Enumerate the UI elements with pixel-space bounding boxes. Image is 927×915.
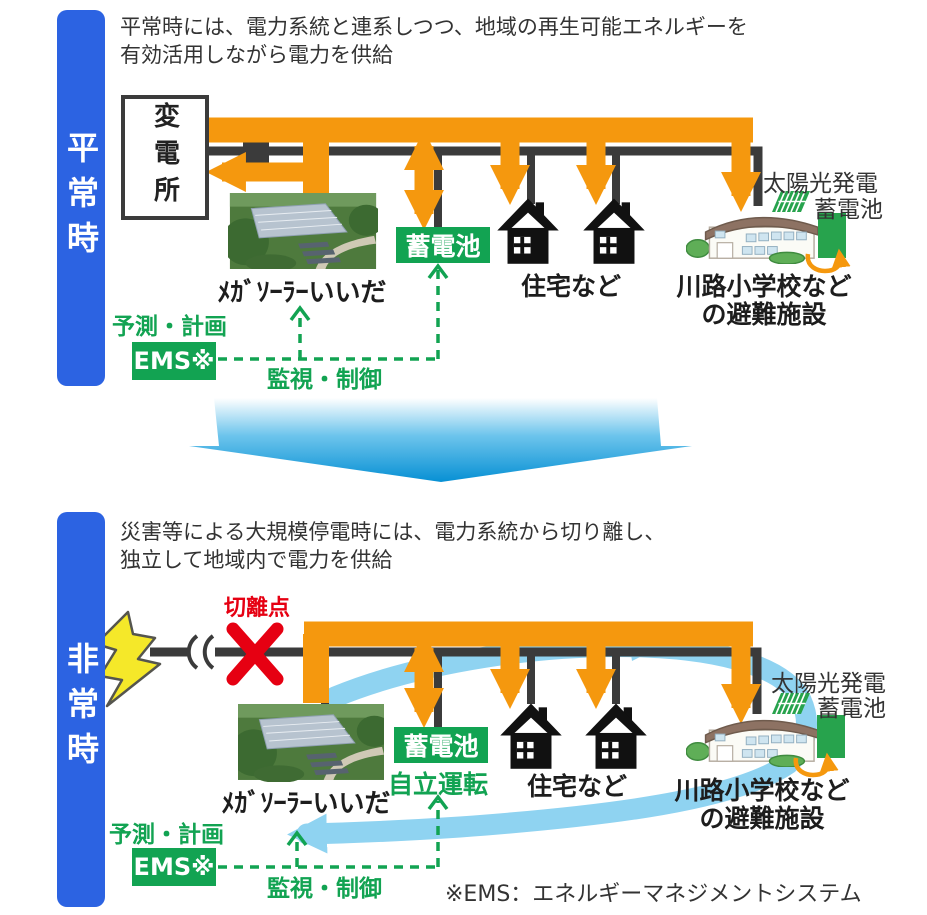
solar-pv-label: 太陽光発電 xyxy=(771,671,886,697)
substation-label: 変電所 xyxy=(149,102,180,213)
school-illustration xyxy=(686,216,819,264)
forecast-label: 予測・計画 xyxy=(109,822,224,848)
house-icon xyxy=(496,197,560,264)
mega-solar-label: ﾒｶﾞｿｰﾗｰいいだ xyxy=(221,789,391,819)
house-icon xyxy=(582,197,646,264)
substation-box: 変電所 xyxy=(121,95,209,220)
transition-arrow xyxy=(189,398,692,482)
mega-solar-label: ﾒｶﾞｿｰﾗｰいいだ xyxy=(217,278,387,308)
ems-box: EMS※ xyxy=(132,342,216,380)
self-operation-label: 自立運転 xyxy=(387,770,489,799)
monitor-label: 監視・制御 xyxy=(267,876,382,902)
ems-control-links-normal xyxy=(218,263,449,361)
house-icon xyxy=(499,702,563,769)
school-illustration xyxy=(686,719,819,767)
disconnection-point-label: 切離点 xyxy=(223,596,291,621)
battery-icon xyxy=(817,715,845,758)
power-flow-normal xyxy=(203,117,761,230)
ems-box: EMS※ xyxy=(132,848,216,886)
school-battery-label: 蓄電池 xyxy=(814,197,883,223)
panel-emergency-side-label: 非常時 xyxy=(57,512,105,907)
house-icon xyxy=(584,702,648,769)
houses-label: 住宅など xyxy=(526,772,628,801)
ems-footnote: ※EMS：エネルギーマネジメントシステム xyxy=(445,882,862,907)
battery-box: 蓄電池 xyxy=(396,227,490,263)
mega-solar-photo xyxy=(228,193,378,269)
panel-emergency-side-text: 非常時 xyxy=(62,642,100,777)
panel-emergency-title-line1: 災害等による大規模停電時には、電力系統から切り離し、 xyxy=(120,520,666,544)
solar-pv-label: 太陽光発電 xyxy=(763,171,878,197)
school-battery-label: 蓄電池 xyxy=(817,696,886,722)
lightning-icon xyxy=(94,610,162,708)
switch-junction xyxy=(243,139,269,165)
panel-normal-side-text: 平常時 xyxy=(62,130,100,266)
houses-label: 住宅など xyxy=(520,272,622,301)
panel-normal-title-line2: 有効活用しながら電力を供給 xyxy=(120,43,393,67)
school-label-line2: の避難施設 xyxy=(701,300,827,329)
school-label-line2: の避難施設 xyxy=(699,804,825,833)
charge-cycle-icon xyxy=(805,248,851,274)
school-label-line1: 川路小学校など xyxy=(676,272,852,301)
power-flow-emergency xyxy=(303,621,761,728)
monitor-label: 監視・制御 xyxy=(267,367,382,393)
panel-normal-title-line1: 平常時には、電力系統と連系しつつ、地域の再生可能エネルギーを xyxy=(120,15,748,39)
school-label-line1: 川路小学校など xyxy=(674,776,850,805)
disconnect-x-icon xyxy=(226,622,284,686)
line-break-symbol xyxy=(186,634,215,670)
mega-solar-photo xyxy=(238,703,384,782)
panel-normal-side-label: 平常時 xyxy=(57,10,105,386)
ems-control-links-emergency xyxy=(218,794,449,869)
battery-box: 蓄電池 xyxy=(394,727,488,763)
charge-cycle-icon xyxy=(793,752,839,778)
forecast-label: 予測・計画 xyxy=(112,314,227,340)
panel-emergency-title-line2: 独立して地域内で電力を供給 xyxy=(120,548,393,572)
